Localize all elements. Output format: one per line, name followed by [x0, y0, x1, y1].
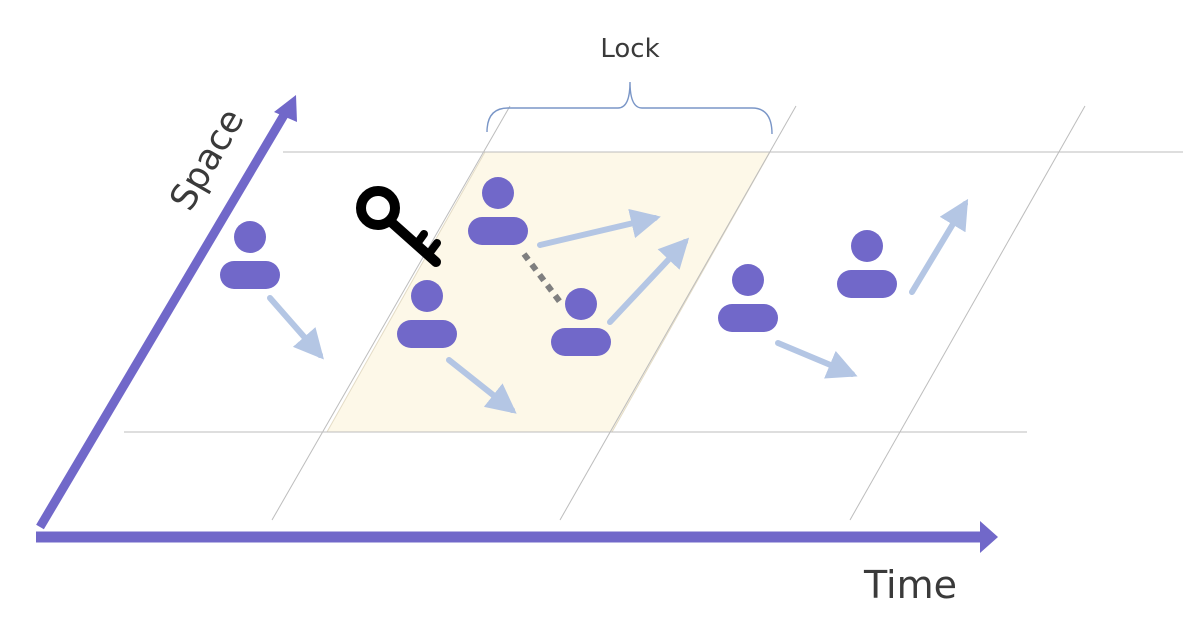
motion-arrow-1 [267, 295, 324, 360]
grid-line-slant-2 [559, 105, 797, 521]
motion-arrow-6 [909, 198, 969, 295]
time-axis [36, 521, 998, 553]
time-axis-label: Time [863, 563, 957, 607]
motion-arrow-5 [775, 340, 858, 379]
grid-line-slant-1 [271, 105, 511, 521]
motion-arrow-3 [537, 208, 661, 248]
motion-arrow-4 [607, 237, 690, 325]
lock-brace [486, 81, 773, 135]
grid-line-slant-3 [849, 105, 1086, 521]
motion-arrow-2 [446, 357, 517, 414]
space-axis-label: Space [162, 102, 252, 218]
motion-arrows [267, 198, 969, 414]
person-icon [220, 221, 280, 289]
person-icon [718, 264, 778, 332]
space-axis [36, 95, 297, 530]
dotted-connector [521, 252, 563, 304]
key-icon [356, 186, 441, 267]
lock-label: Lock [600, 34, 659, 64]
person-icon [837, 230, 897, 298]
